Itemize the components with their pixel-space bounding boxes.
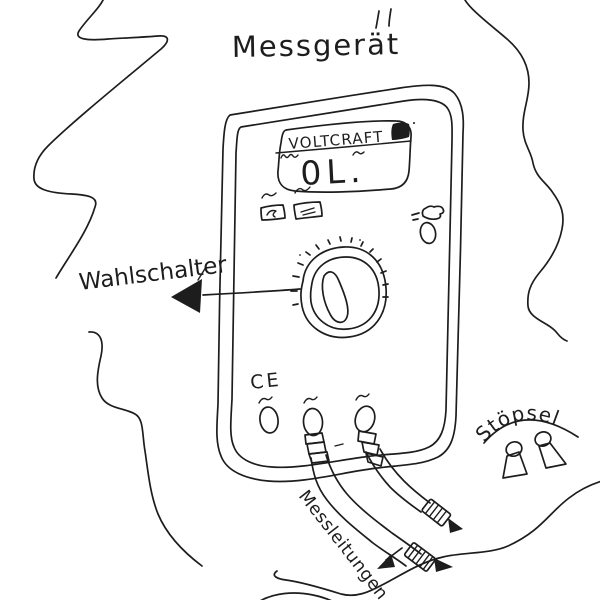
probe-middle xyxy=(403,542,453,572)
display-reading: 0L. xyxy=(299,151,366,193)
probe-middle-tip xyxy=(434,558,453,572)
port-middle[interactable] xyxy=(302,396,324,437)
title: Messgerät xyxy=(232,8,401,64)
display-band-line xyxy=(275,140,412,154)
port-left[interactable] xyxy=(258,396,279,434)
probe-right xyxy=(421,498,463,533)
border-squiggle-bottom-right xyxy=(273,480,600,597)
button-left[interactable] xyxy=(260,192,286,221)
selector-arrow-head xyxy=(171,279,202,313)
probe-pointer-arrow xyxy=(377,547,403,569)
port-left-squiggle xyxy=(258,396,273,404)
selector-annotation: Wahlschalter xyxy=(78,252,301,313)
plug-stack-right xyxy=(357,430,384,467)
display-mid-squiggle xyxy=(352,151,365,156)
port-middle-squiggle xyxy=(303,396,318,404)
plugs-label: Stöpsel xyxy=(471,401,564,447)
ce-mark: CE xyxy=(249,369,282,394)
dial-knob-pointer xyxy=(321,271,349,324)
plug-2 xyxy=(534,431,567,469)
display-panel: VOLTCRAFT 0L. xyxy=(275,120,415,193)
umlaut-stroke-2 xyxy=(388,8,392,27)
device-inner-outline xyxy=(229,98,453,469)
selector-arrow-flick xyxy=(197,266,207,281)
side-socket-icon xyxy=(411,205,445,245)
leads-label: Messleitungen xyxy=(294,487,392,600)
display-outline xyxy=(277,120,412,193)
dial-inner-ring xyxy=(309,256,380,330)
border-squiggle-left xyxy=(88,331,203,567)
border-squiggle-right xyxy=(464,0,568,342)
stray-dot xyxy=(413,122,415,124)
border-squiggle-top-left xyxy=(33,0,169,279)
plug-stack-middle xyxy=(304,432,330,464)
button-right-squiggle xyxy=(294,186,311,194)
display-corner-shading xyxy=(391,122,410,140)
border-squiggle-bottom-arc xyxy=(260,592,332,600)
device-body xyxy=(216,84,465,483)
display-left-squiggle xyxy=(280,153,299,159)
button-right[interactable] xyxy=(293,186,323,220)
test-lead-right xyxy=(365,448,431,513)
dial-outer-ring xyxy=(300,246,387,339)
selector-arrow-shaft xyxy=(202,288,301,296)
selector-label: Wahlschalter xyxy=(78,252,229,296)
brand-text: VOLTCRAFT xyxy=(288,128,384,153)
port-right[interactable] xyxy=(352,393,377,434)
dial-ticks xyxy=(290,236,389,306)
device-outer-outline xyxy=(216,84,465,483)
probe-right-tip xyxy=(448,518,463,533)
button-left-squiggle xyxy=(261,192,277,199)
plug-1 xyxy=(502,440,528,479)
port-right-squiggle xyxy=(355,393,370,401)
rotary-dial[interactable] xyxy=(290,236,389,339)
title-text: Messgerät xyxy=(232,27,401,64)
umlaut-stroke-1 xyxy=(375,10,380,29)
plugs-annotation: Stöpsel xyxy=(471,401,579,479)
dash-between-ports xyxy=(334,443,344,447)
